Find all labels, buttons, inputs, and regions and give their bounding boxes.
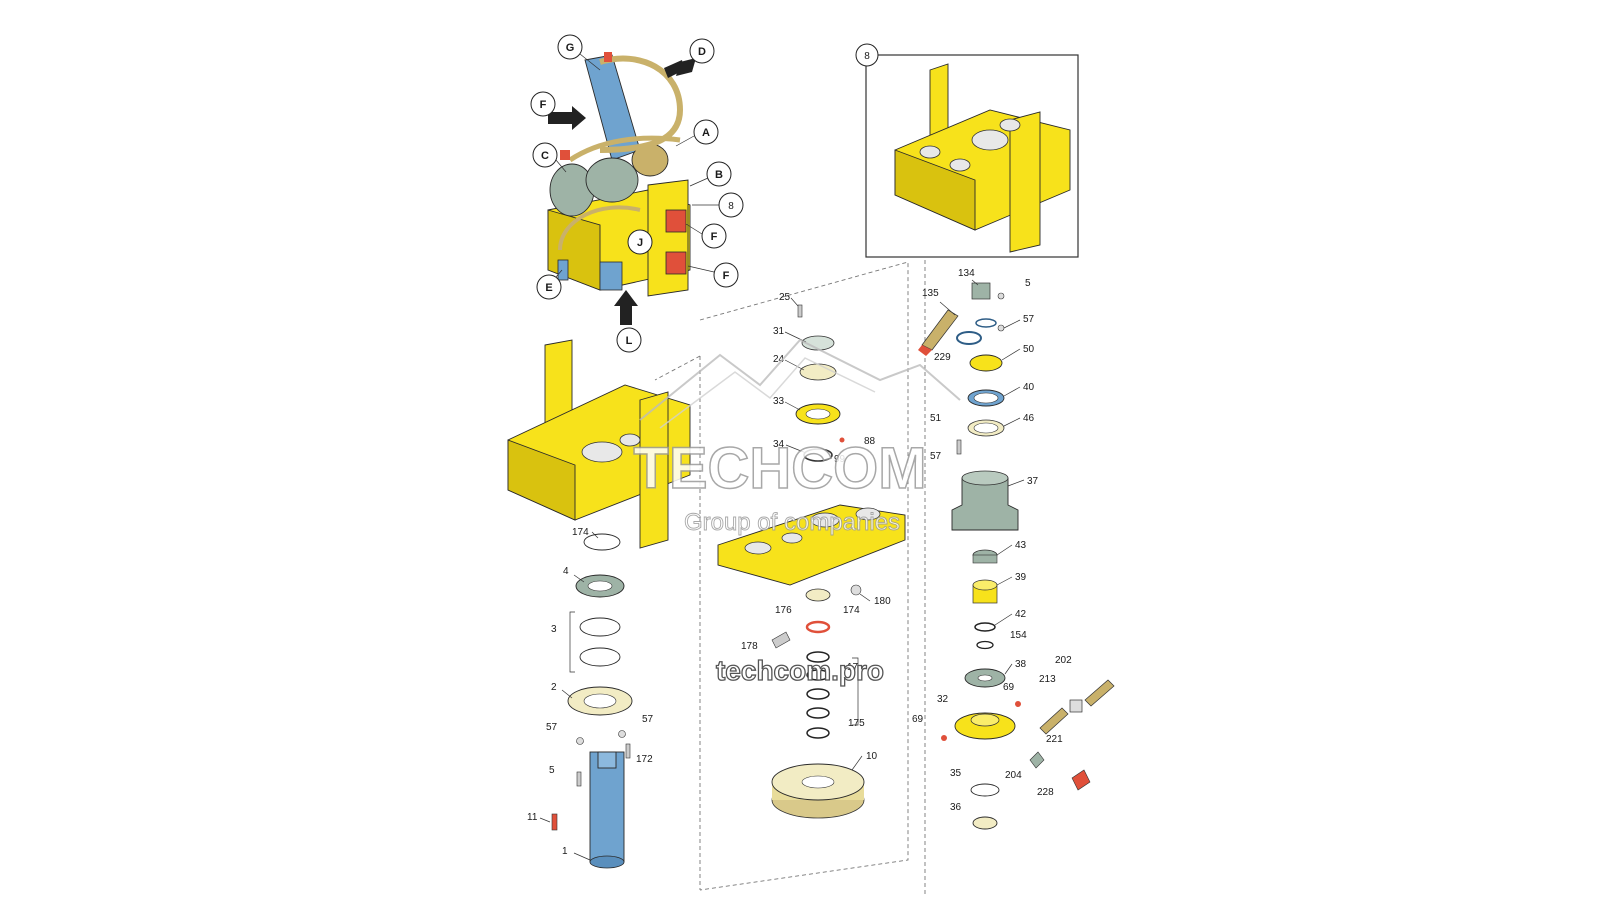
watermark-url: techcom.pro [716,655,884,686]
label-2: 2 [551,682,557,693]
callout-8: 8 [718,192,744,218]
part-labels: 25 31 24 33 34 88 99 134 5 135 57 229 50… [527,268,1072,857]
assembly-overview [547,52,696,325]
label-172: 172 [636,754,653,765]
svg-text:F: F [711,231,718,243]
svg-text:G: G [566,42,575,54]
label-43: 43 [1015,540,1027,551]
label-1: 1 [562,846,568,857]
svg-text:B: B [715,169,723,181]
label-204: 204 [1005,770,1022,781]
callout-f-top: F [530,91,556,117]
leader-lines [539,279,1025,861]
label-34: 34 [773,439,785,450]
label-25: 25 [779,292,791,303]
label-11: 11 [527,812,538,823]
label-24: 24 [773,354,785,365]
label-3: 3 [551,624,557,635]
callout-f-low: F [713,262,739,288]
arrow-l-icon [614,290,638,325]
label-134: 134 [958,268,975,279]
watermark-tagline: Group of companies [684,509,900,536]
svg-text:F: F [723,270,730,282]
label-39: 39 [1015,572,1027,583]
label-180: 180 [874,596,891,607]
label-228: 228 [1037,787,1054,798]
svg-text:A: A [702,127,710,139]
callout-j: J [627,229,653,255]
techcom-watermark: TECHCOM Group of companies techcom.pro [633,338,961,687]
label-46: 46 [1023,413,1035,424]
detail-box-8: 8 [855,43,1079,258]
svg-text:L: L [626,335,633,347]
label-33: 33 [773,396,785,407]
label-32: 32 [937,694,949,705]
label-57-top: 57 [1023,314,1035,325]
label-10: 10 [866,751,878,762]
label-174-mid: 174 [843,605,860,616]
label-99: 99 [834,454,846,465]
svg-text:J: J [637,237,643,249]
svg-text:D: D [698,46,706,58]
label-36: 36 [950,802,962,813]
label-213: 213 [1039,674,1056,685]
callout-g: G [557,34,583,60]
label-42: 42 [1015,609,1027,620]
svg-text:C: C [541,150,549,162]
label-221: 221 [1046,734,1063,745]
label-135: 135 [922,288,939,299]
label-57-right: 57 [642,714,654,725]
label-35: 35 [950,768,962,779]
label-202: 202 [1055,655,1072,666]
assembly-callouts: G D F A C B 8 J F E F L [530,34,744,353]
label-229: 229 [934,352,951,363]
callout-e: E [536,274,562,300]
arrow-f-icon [548,106,586,130]
label-37: 37 [1027,476,1039,487]
watermark-brand: TECHCOM [633,436,926,501]
callout-a: A [693,119,719,145]
callout-d: D [689,38,715,64]
middle-column [717,304,906,819]
label-5-top: 5 [1025,278,1031,289]
label-176: 176 [775,605,792,616]
label-154: 154 [1010,630,1027,641]
label-50: 50 [1023,344,1035,355]
label-40: 40 [1023,382,1035,393]
callout-b: B [706,161,732,187]
label-174-left: 174 [572,527,589,538]
label-57-mid: 57 [930,451,942,462]
callout-f-mid: F [701,223,727,249]
label-38: 38 [1015,659,1027,670]
label-5-left: 5 [549,765,555,776]
label-69-top: 69 [1003,682,1015,693]
label-57-left: 57 [546,722,558,733]
label-31: 31 [773,326,785,337]
svg-text:8: 8 [864,51,870,62]
left-column [507,339,691,869]
label-17: 17 [847,662,859,673]
label-4: 4 [563,566,569,577]
callout-c: C [532,142,558,168]
label-51: 51 [930,413,942,424]
svg-text:8: 8 [728,201,734,212]
callout-l: L [616,327,642,353]
dashed-frames [654,260,926,895]
label-88: 88 [864,436,876,447]
label-178: 178 [741,641,758,652]
svg-text:E: E [545,282,552,294]
right-column [918,282,1115,830]
svg-text:F: F [540,99,547,111]
label-69-left: 69 [912,714,924,725]
label-175: 175 [848,718,865,729]
